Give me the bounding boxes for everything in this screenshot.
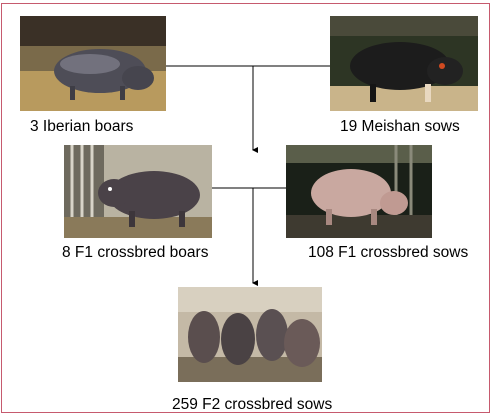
pig-photo-iberian-boar xyxy=(20,16,166,111)
label-f2-sows: 259 F2 crossbred sows xyxy=(172,396,332,414)
pig-photo-meishan-sow xyxy=(330,16,478,111)
pig-photo-f1-boar xyxy=(64,145,212,238)
pig-photo-f1-sow xyxy=(286,145,432,238)
label-meishan-sows: 19 Meishan sows xyxy=(340,118,460,136)
label-f1-boars: 8 F1 crossbred boars xyxy=(62,244,208,262)
label-iberian-boars: 3 Iberian boars xyxy=(30,118,133,136)
pig-photo-f2-sows xyxy=(178,287,322,382)
label-f1-sows: 108 F1 crossbred sows xyxy=(308,244,468,262)
